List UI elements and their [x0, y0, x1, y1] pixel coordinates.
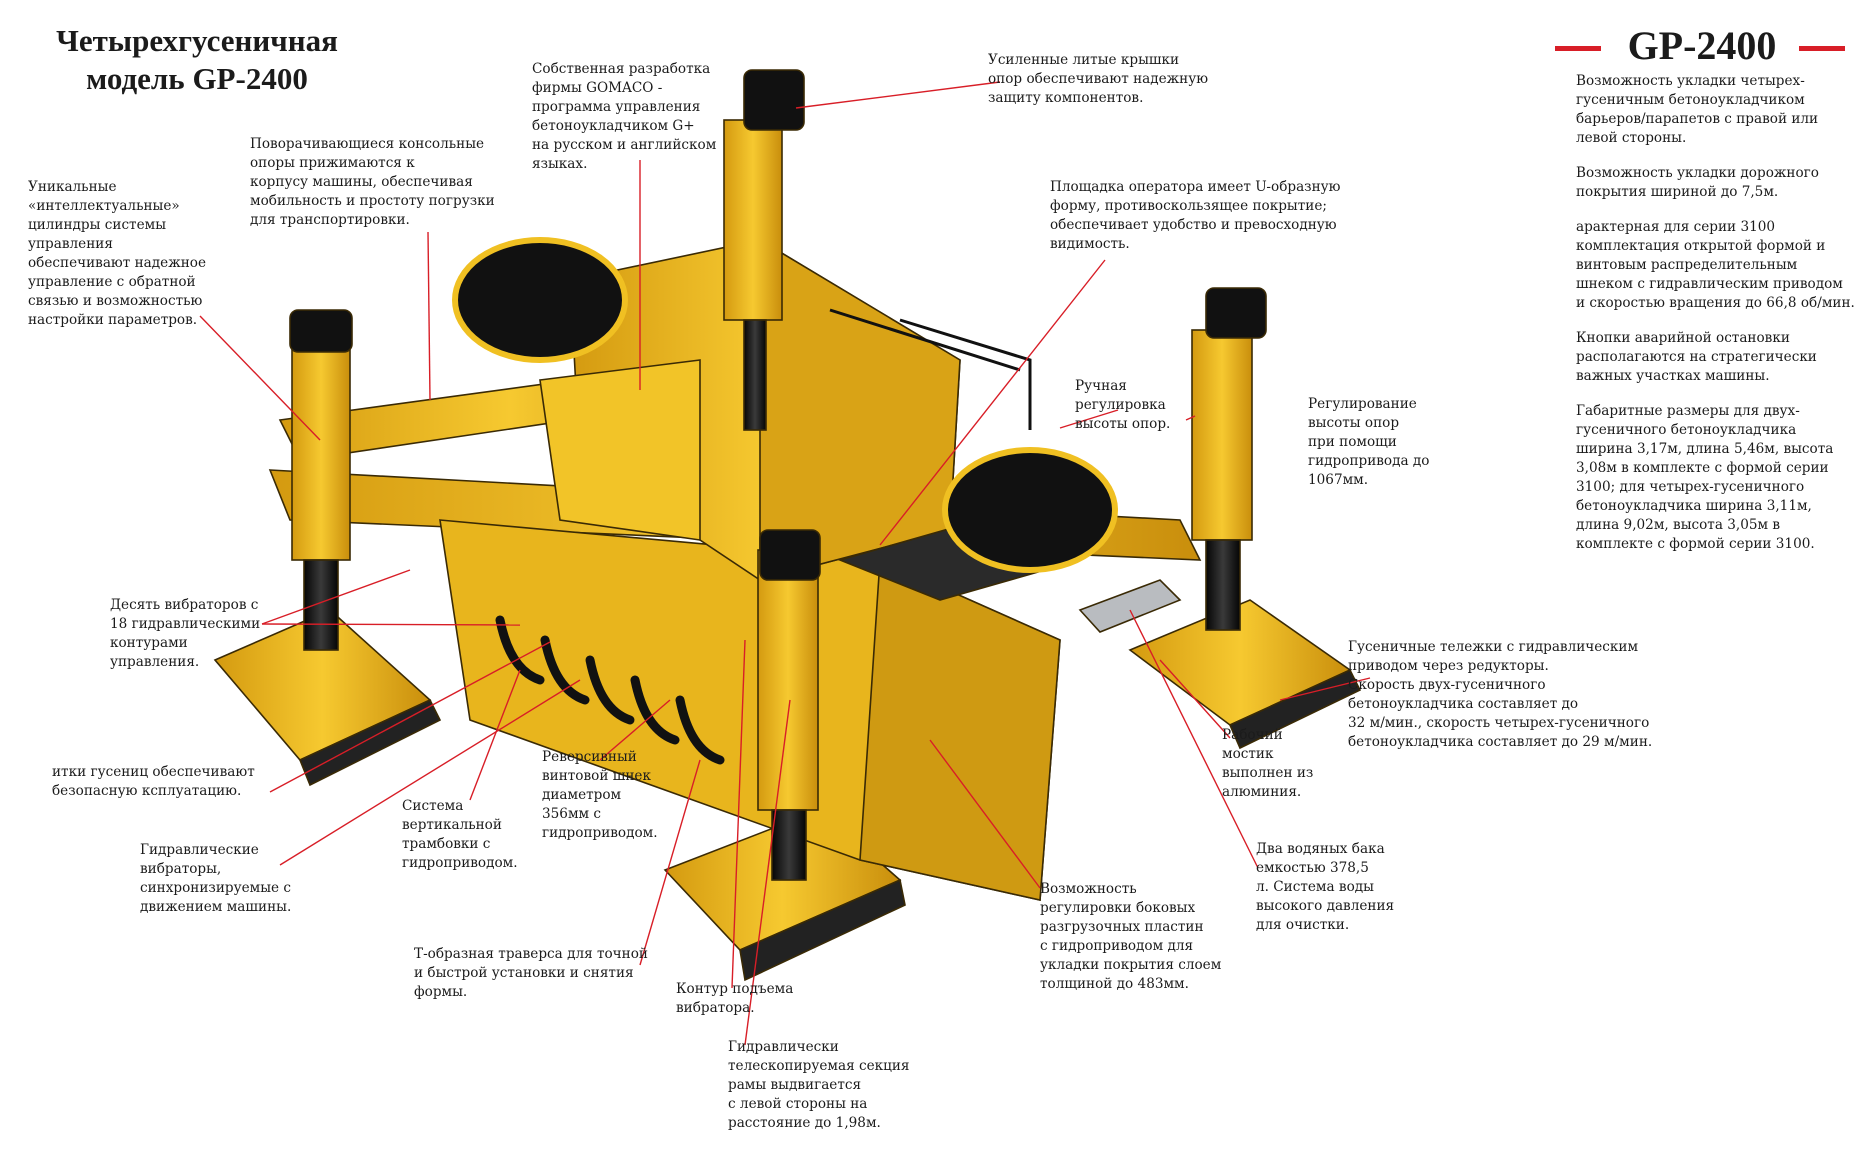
- leader-lines: [199, 81, 1371, 1046]
- track-left-rear: [213, 609, 442, 787]
- label-operator-platform: Площадка оператора имеет U-образную форм…: [1050, 179, 1341, 252]
- label-smart-cylinders: Уникальные «интеллектуальные» цилиндры с…: [28, 179, 206, 328]
- spec-paragraph: Кнопки аварийной остановки располагаются…: [1576, 330, 1817, 384]
- label-telescoping-frame: Гидравлически телескопируемая секция рам…: [728, 1039, 910, 1131]
- label-manual-height: Ручная регулировка высоты опор.: [1075, 378, 1171, 432]
- spec-paragraph: арактерная для серии 3100 комплектация о…: [1576, 219, 1855, 311]
- label-t-bar: Т-образная траверса для точной и быстрой…: [414, 946, 648, 1000]
- label-water-tanks: Два водяных бака емкостью 378,5 л. Систе…: [1256, 841, 1395, 933]
- label-side-plates: Возможность регулировки боковых разгрузо…: [1040, 881, 1222, 992]
- label-sync-vibrators: Гидравлические вибраторы, синхронизируем…: [140, 842, 292, 915]
- brand-title: GP-2400: [1627, 23, 1777, 68]
- leg-left-rear: [289, 309, 353, 651]
- water-tank-left: [452, 237, 628, 363]
- label-auger: Реверсивный винтовой шнек диаметром 356м…: [542, 749, 658, 841]
- title-line-1: Четырехгусеничная: [56, 23, 338, 58]
- page-title: Четырехгусеничная модель GP-2400: [32, 22, 362, 98]
- brand-bar-right: [1799, 46, 1845, 51]
- label-ten-vibrators: Десять вибраторов с 18 гидравлическими к…: [110, 597, 261, 670]
- brand-bar-left: [1555, 46, 1601, 51]
- spec-column: Возможность укладки четырех- гусеничным …: [1576, 72, 1866, 570]
- brand-header: GP-2400: [1555, 24, 1845, 68]
- label-tamper: Система вертикальной трамбовки с гидропр…: [402, 798, 518, 871]
- label-tracks: Гусеничные тележки с гидравлическим прив…: [1348, 639, 1653, 750]
- leg-mid-rear: [723, 69, 805, 431]
- label-gplus-software: Собственная разработка фирмы GOMACO - пр…: [532, 61, 717, 172]
- label-track-guards: итки гусениц обеспечивают безопасную ксп…: [52, 764, 255, 799]
- leg-right-rear: [1191, 287, 1267, 631]
- spec-paragraph: Возможность укладки четырех- гусеничным …: [1576, 73, 1819, 146]
- spec-paragraph: Габаритные размеры для двух- гусеничного…: [1576, 403, 1834, 552]
- water-tank-right: [942, 447, 1118, 573]
- label-hydraulic-height: Регулирование высоты опор при помощи гид…: [1308, 396, 1430, 488]
- label-cast-caps: Усиленные литые крышки опор обеспечивают…: [988, 52, 1209, 106]
- label-alu-bridge: Рабочий мостик выполнен из алюминия.: [1222, 727, 1314, 800]
- leg-front: [757, 529, 821, 881]
- title-line-2: модель GP-2400: [86, 61, 308, 96]
- spec-paragraph: Возможность укладки дорожного покрытия ш…: [1576, 165, 1819, 200]
- label-swing-legs: Поворачивающиеся консольные опоры прижим…: [250, 136, 495, 228]
- label-vibrator-lift: Контур подъема вибратора.: [676, 981, 794, 1016]
